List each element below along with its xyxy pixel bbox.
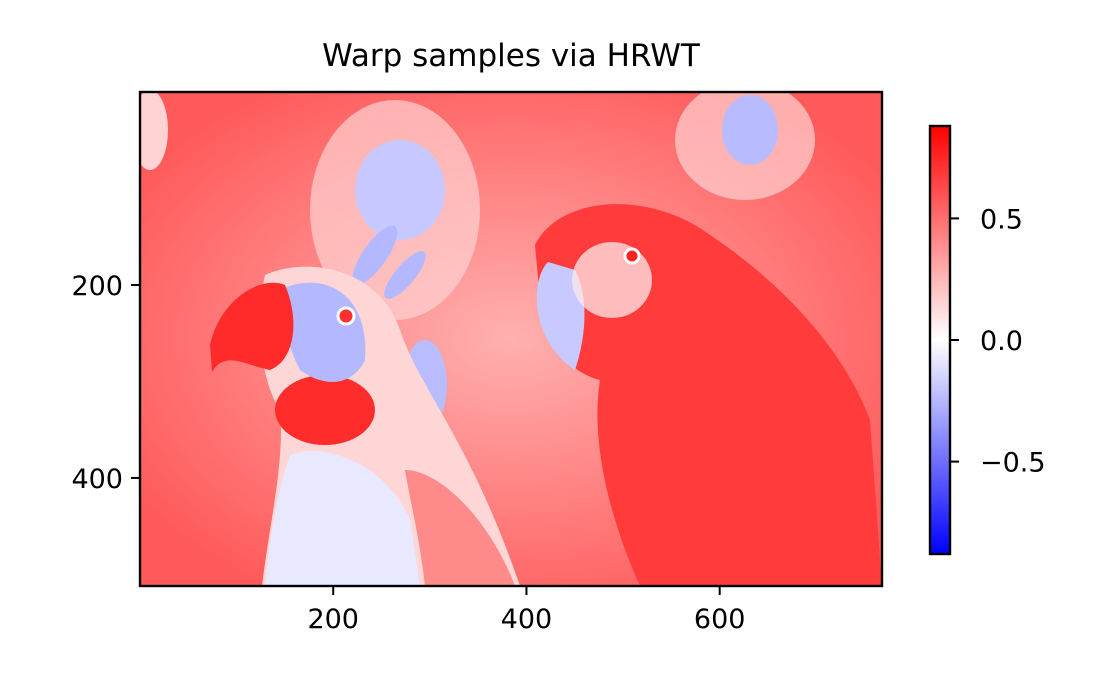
x-tick-label: 600 <box>694 604 746 635</box>
chart-title: Warp samples via HRWT <box>322 38 701 74</box>
x-axis: 200 400 600 <box>307 586 745 635</box>
x-tick-label: 200 <box>307 604 359 635</box>
colorbar-tick-label: 0.5 <box>980 204 1023 235</box>
y-tick-label: 200 <box>71 271 123 302</box>
y-tick-label: 400 <box>71 464 123 495</box>
plot-frame <box>138 90 884 588</box>
negative-blob <box>384 251 426 299</box>
negative-blob <box>355 140 445 240</box>
right-parrot-beak <box>536 262 585 370</box>
left-parrot-chest <box>265 451 420 586</box>
colorbar-axis: 0.5 0.0 −0.5 <box>950 204 1046 479</box>
left-parrot-eye <box>336 306 356 326</box>
left-parrot-wing <box>405 470 515 586</box>
colorbar-tick-label: −0.5 <box>980 448 1046 479</box>
light-region <box>140 92 168 170</box>
x-tick-label: 400 <box>501 604 553 635</box>
colorbar-tick-label: 0.0 <box>980 326 1023 357</box>
colorbar <box>928 124 952 556</box>
negative-blob <box>352 225 398 285</box>
left-parrot-red-patch <box>275 375 375 445</box>
negative-blob <box>722 95 778 165</box>
heatmap-image <box>140 92 882 586</box>
y-axis: 200 400 <box>71 271 140 495</box>
right-parrot-eye <box>623 247 641 265</box>
left-parrot-beak <box>210 282 294 372</box>
